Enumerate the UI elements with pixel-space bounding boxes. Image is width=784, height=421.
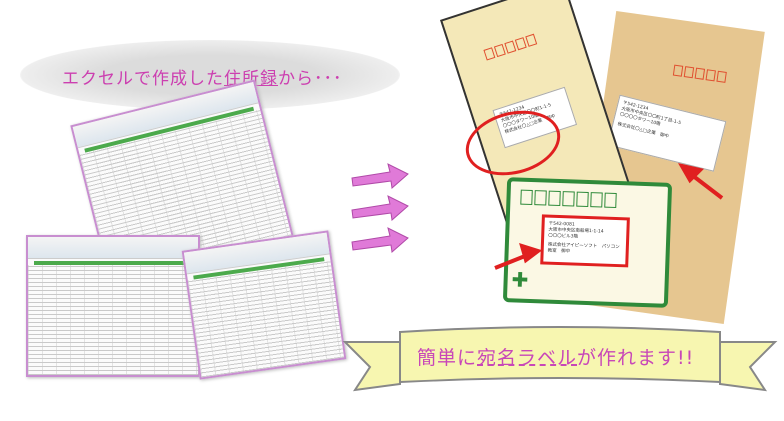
- arrows: [351, 163, 409, 253]
- caption-text-end: から･･･: [278, 69, 343, 89]
- arrow-right-icon: [351, 195, 409, 221]
- arrow-right-icon: [351, 163, 409, 189]
- banner-underlined: 宛名ラベル: [477, 347, 578, 369]
- banner-caption: 簡単に宛名ラベルが作れます!!: [417, 343, 694, 370]
- spreadsheet-image: [26, 235, 200, 377]
- banner-text-end: が作れます!!: [577, 347, 695, 369]
- banner-text: 簡単に: [417, 347, 478, 369]
- caption-text: エクセルで作成した: [62, 69, 224, 89]
- arrow-right-icon: [351, 227, 409, 253]
- cloud-caption: エクセルで作成した住所録から･･･: [62, 64, 343, 89]
- ribbon-banner: [342, 326, 778, 392]
